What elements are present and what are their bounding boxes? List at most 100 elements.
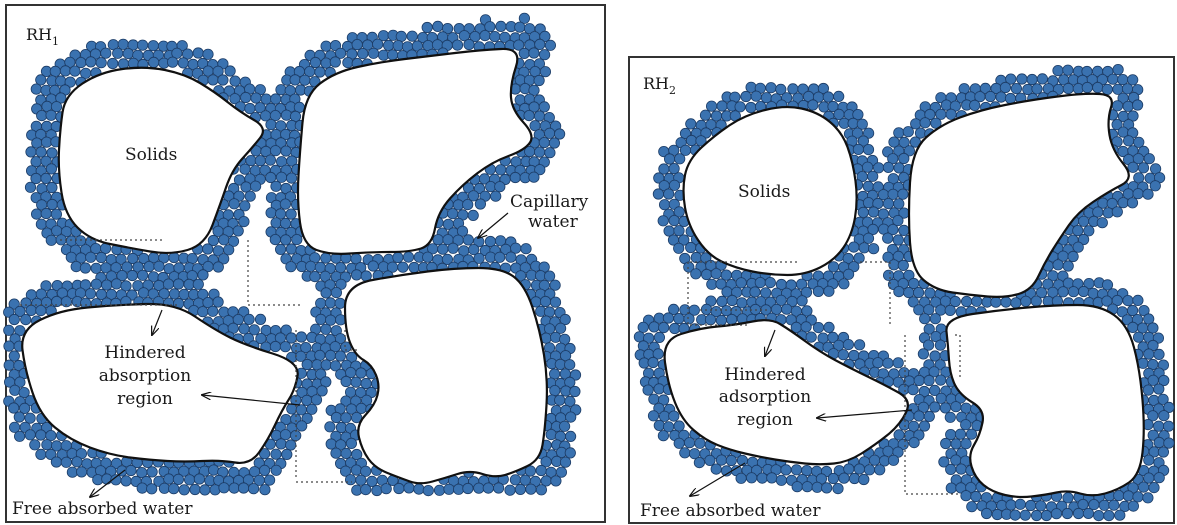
water-molecule (341, 413, 351, 423)
water-molecule (813, 286, 823, 296)
water-molecule (394, 483, 404, 493)
water-molecule (4, 360, 14, 370)
water-molecule (474, 483, 484, 493)
water-molecule (448, 209, 458, 219)
water-molecule (1143, 385, 1153, 395)
water-molecule (904, 287, 914, 297)
water-molecule (550, 332, 560, 342)
water-molecule (1123, 491, 1133, 501)
water-molecule (970, 100, 980, 110)
water-molecule (936, 375, 946, 385)
water-molecule (1099, 500, 1109, 510)
water-molecule (271, 465, 281, 475)
water-molecule (193, 48, 203, 58)
water-molecule (648, 411, 658, 421)
water-molecule (147, 467, 157, 477)
water-molecule (549, 138, 559, 148)
water-molecule (898, 260, 908, 270)
water-molecule (854, 464, 864, 474)
water-molecule (244, 314, 254, 324)
water-molecule (1094, 510, 1104, 520)
water-molecule (86, 57, 96, 67)
water-molecule (46, 164, 56, 174)
water-molecule (1112, 101, 1122, 111)
water-molecule (1133, 189, 1143, 199)
water-molecule (961, 491, 971, 501)
water-molecule (510, 475, 520, 485)
water-molecule (10, 385, 20, 395)
water-molecule (505, 485, 515, 495)
water-molecule (918, 349, 928, 359)
water-molecule (746, 473, 756, 483)
water-molecule (9, 351, 19, 361)
water-molecule (750, 287, 760, 297)
water-molecule (664, 154, 674, 164)
water-molecule (271, 181, 281, 191)
water-molecule (659, 411, 669, 421)
water-molecule (1133, 492, 1143, 502)
water-molecule (1123, 295, 1133, 305)
water-molecule (61, 457, 71, 467)
water-molecule (393, 40, 403, 50)
water-molecule (4, 341, 14, 351)
water-molecule (534, 75, 544, 85)
water-molecule (924, 411, 934, 421)
water-molecule (50, 66, 60, 76)
water-molecule (1133, 295, 1143, 305)
solid-grain (345, 268, 547, 483)
water-molecule (680, 448, 690, 458)
water-molecule (233, 226, 243, 236)
water-molecule (203, 49, 213, 59)
water-molecule (914, 411, 924, 421)
water-molecule (325, 298, 335, 308)
water-molecule (1068, 287, 1078, 297)
water-molecule (198, 307, 208, 317)
water-molecule (464, 39, 474, 49)
water-molecule (899, 153, 909, 163)
water-molecule (716, 315, 726, 325)
water-molecule (717, 101, 727, 111)
water-molecule (757, 473, 767, 483)
water-molecule (1102, 84, 1112, 94)
water-molecule (883, 446, 893, 456)
water-molecule (448, 243, 458, 253)
water-molecule (529, 172, 539, 182)
water-molecule (21, 314, 31, 324)
water-molecule (781, 465, 791, 475)
water-molecule (381, 484, 391, 494)
water-molecule (691, 252, 701, 262)
water-molecule (899, 225, 909, 235)
water-molecule (565, 448, 575, 458)
water-molecule (41, 208, 51, 218)
water-molecule (187, 253, 197, 263)
water-molecule (1083, 508, 1093, 518)
water-molecule (894, 128, 904, 138)
water-molecule (701, 304, 711, 314)
water-molecule (741, 91, 751, 101)
panel-rh1-label: RH1 (26, 25, 59, 48)
water-molecule (550, 385, 560, 395)
water-molecule (864, 465, 874, 475)
water-molecule (41, 137, 51, 147)
water-molecule (711, 464, 721, 474)
water-molecule (37, 110, 47, 120)
water-molecule (985, 91, 995, 101)
water-molecule (1063, 83, 1073, 93)
water-molecule (883, 270, 893, 280)
water-molecule (1068, 251, 1078, 261)
water-molecule (686, 242, 696, 252)
water-molecule (85, 289, 95, 299)
water-molecule (25, 182, 35, 192)
water-molecule (751, 91, 761, 101)
water-molecule (496, 165, 506, 175)
hindered-region-label-rh1-line1: Hindered (104, 343, 185, 363)
water-molecule (422, 22, 432, 32)
water-molecule (306, 261, 316, 271)
water-molecule (1079, 216, 1089, 226)
water-molecule (250, 181, 260, 191)
water-molecule (806, 332, 816, 342)
water-molecule (341, 376, 351, 386)
capillary-arrow (478, 213, 508, 238)
water-molecule (423, 252, 433, 262)
